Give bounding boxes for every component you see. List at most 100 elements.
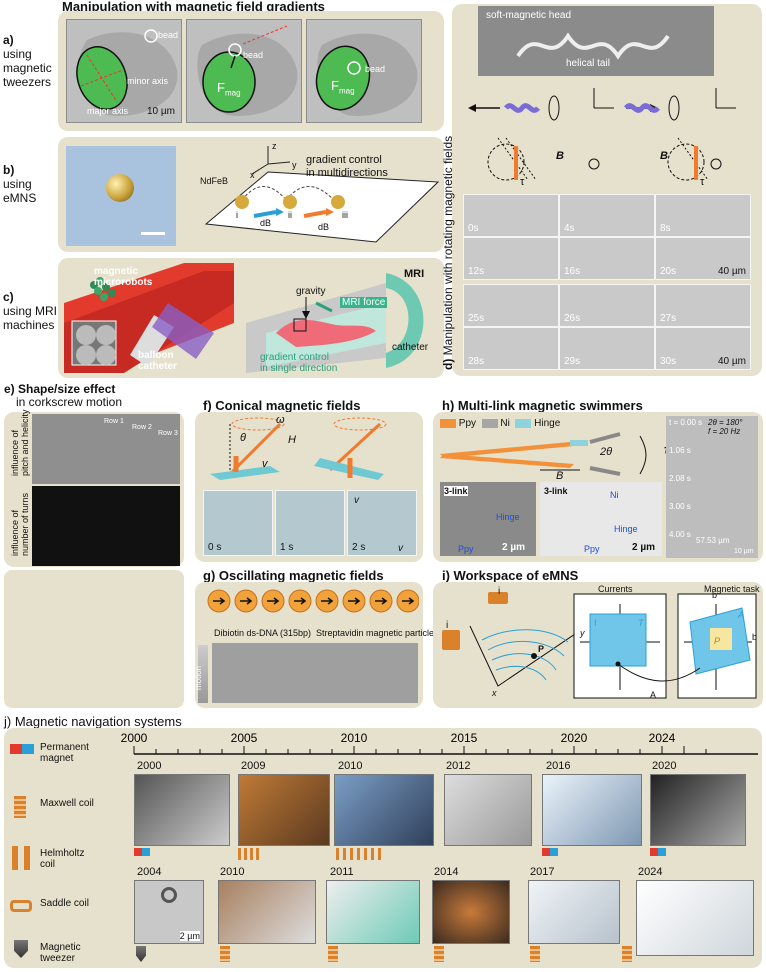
scale-h-1: 2 µm <box>502 542 525 553</box>
letter-c: c) <box>3 290 14 304</box>
ni-label: Ni <box>610 490 619 500</box>
helmholtz-coil-icon-b <box>24 846 30 870</box>
motion-arrow <box>198 645 208 703</box>
timeline-label: 2015 <box>451 731 478 745</box>
catheter-label: catheter <box>392 342 429 353</box>
tweezer-tip <box>161 887 177 903</box>
h-time-4: 4.00 s <box>669 530 691 539</box>
year-r2-5: 2024 <box>638 866 663 878</box>
time-label-10: 29s <box>564 356 581 367</box>
tweezer-image-2: bead Fmag <box>186 19 302 123</box>
ppy-label-1: Ppy <box>458 544 474 554</box>
vx-label: v <box>398 543 403 554</box>
legend-swatch-ppy <box>440 418 456 428</box>
ball-photo <box>66 146 176 246</box>
bead-label-3: bead <box>365 64 386 74</box>
d-title-text: Manipulation with rotating magnetic fiel… <box>441 135 455 356</box>
row-3: Row 3 <box>158 430 178 437</box>
vessel-drawing <box>64 263 234 373</box>
legend-swatch-hinge <box>515 418 532 428</box>
tweezer-image-3: bead Fmag <box>306 19 422 123</box>
legend-ni: Ni <box>500 418 510 429</box>
photo-r2-0: 2 µm <box>134 880 204 944</box>
tag-r2-4-maxwell <box>530 946 540 962</box>
task-label: Magnetic task <box>704 584 760 594</box>
h-time-0: t = 0.00 s <box>669 418 703 427</box>
turns-photo <box>32 486 180 566</box>
gradient-c-2: in single direction <box>260 363 338 374</box>
i1-label: i <box>446 620 449 631</box>
legend-tweezer: Magnetic tweezer <box>8 938 108 972</box>
fmag-f-3: F <box>331 78 339 93</box>
year-r2-2: 2011 <box>330 866 354 878</box>
hinge-label-1: Hinge <box>496 512 520 522</box>
f-frame-1: 1 s <box>275 490 345 556</box>
label-c: c) using MRI machines <box>3 290 57 332</box>
helix-drawing <box>516 32 670 60</box>
moment-arrow-icon <box>348 597 361 605</box>
time-cell-8: 27s <box>655 284 751 327</box>
legend-helmholtz: Helmholtz coil <box>8 844 108 884</box>
timeline-label: 2000 <box>121 731 148 745</box>
year-r1-1: 2009 <box>241 760 266 772</box>
y-label-i: y <box>580 628 585 638</box>
time-cell-6: 25s <box>463 284 559 327</box>
year-r1-5: 2020 <box>652 760 677 772</box>
gradient-b-1: gradient control <box>306 154 382 166</box>
plot-e-frame <box>4 570 184 708</box>
time-cell-0: 0s <box>463 194 559 237</box>
fmag-sub-2: mag <box>224 88 241 98</box>
scale-a: 10 µm <box>147 106 175 117</box>
gradient-b-2: in multidirections <box>306 167 388 179</box>
photo-r1-0 <box>134 774 230 846</box>
gradient-c-1: gradient control <box>260 352 329 363</box>
minor-axis-label: minor axis <box>127 76 169 86</box>
h-legend: Ppy Ni Hinge <box>440 418 560 429</box>
magnet-icon <box>10 744 22 754</box>
scale-j: 2 µm <box>179 931 200 941</box>
f-title: f) Conical magnetic fields <box>203 398 361 413</box>
photo-r1-3 <box>444 774 532 846</box>
x-label-i: x <box>492 688 497 698</box>
tag-r1-0-magnet-b <box>142 848 150 856</box>
time-label-7: 26s <box>564 313 581 324</box>
micro-label-1: magnetic <box>94 266 138 277</box>
tag-r2-5-maxwell <box>622 946 632 962</box>
h-param-1: 2θ = 180° <box>708 418 743 427</box>
year-r2-1: 2010 <box>220 866 245 878</box>
helix-photo: soft-magnetic head helical tail <box>478 6 714 76</box>
legend-hinge: Hinge <box>534 418 561 429</box>
vy-label: v <box>354 495 359 506</box>
year-r1-0: 2000 <box>137 760 162 772</box>
calI-label: I <box>594 618 597 628</box>
moment-arrow-icon <box>213 597 226 605</box>
tag-r1-0-magnet <box>134 848 142 856</box>
gold-ball-icon <box>106 174 134 202</box>
letter-a: a) <box>3 33 14 47</box>
fmag-label-2: Fmag <box>217 80 241 98</box>
row-2: Row 2 <box>132 424 152 431</box>
header-gradients: Manipulation with magnetic field gradien… <box>62 0 325 14</box>
year-r2-0: 2004 <box>137 866 162 878</box>
row-1: Row 1 <box>104 418 124 425</box>
label-a-2: magnetic <box>3 61 52 75</box>
conical-schematic <box>210 417 387 480</box>
h-title: h) Multi-link magnetic swimmers <box>442 398 643 413</box>
moment-arrow-icon <box>402 597 415 605</box>
e-title-2: in corkscrew motion <box>16 395 123 409</box>
helmholtz-coil-icon <box>12 846 18 870</box>
magnet-icon-b <box>22 744 34 754</box>
saddle-coil-icon <box>10 900 32 912</box>
emns-diagram <box>204 146 440 243</box>
tail-label: helical tail <box>566 58 610 69</box>
timeline-label: 2010 <box>341 731 368 745</box>
time-label-3: 12s <box>468 266 485 277</box>
time-cell-10: 29s <box>559 327 655 370</box>
P-label-i: P <box>538 644 545 654</box>
scale-h-3: 10 µm <box>734 548 754 555</box>
axis-y-b: y <box>292 160 297 170</box>
e-title-1: e) Shape/size effect <box>4 382 116 396</box>
year-r1-3: 2012 <box>446 760 471 772</box>
